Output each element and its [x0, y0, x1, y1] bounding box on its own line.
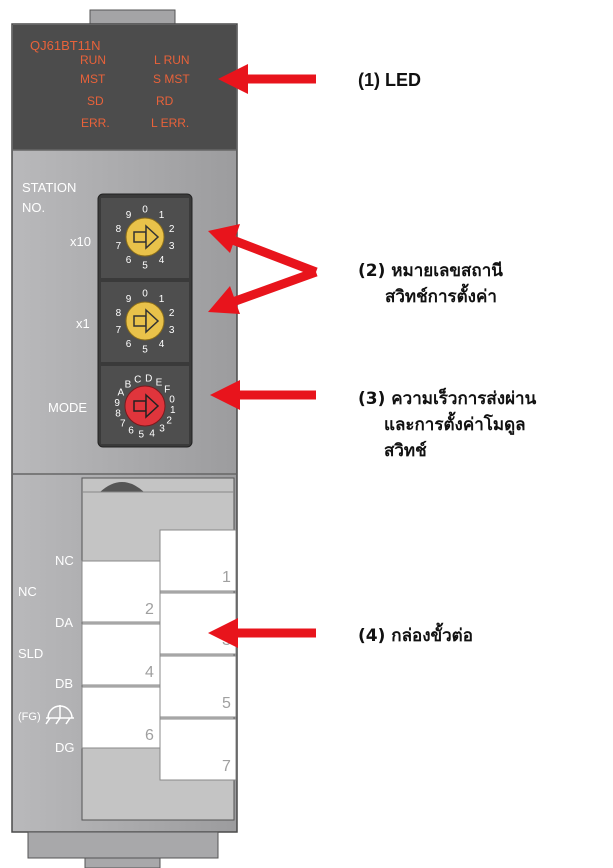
terminal-4[interactable] — [81, 623, 161, 686]
callout-mode-line3: สวิทช์ — [384, 440, 427, 461]
x10-dial-arrow-icon — [133, 224, 160, 250]
led-smst-label: S MST — [153, 72, 190, 86]
module-bottom-tab — [84, 857, 161, 868]
terminal-cover-latch — [100, 482, 144, 492]
led-lerr-label: L ERR. — [151, 116, 189, 130]
dial-character: 2 — [166, 416, 172, 427]
dial-character: 9 — [114, 398, 120, 409]
arrow-led-icon — [218, 64, 316, 94]
dial-character: 3 — [169, 325, 175, 336]
mode-dial-arrow-icon — [133, 393, 160, 419]
terminal-label-da: DA — [55, 615, 73, 630]
dial-character: 7 — [120, 419, 126, 430]
dial-character: 2 — [169, 308, 175, 319]
dial-character: 0 — [142, 289, 148, 300]
callout-mode-line2: และการตั้งค่าโมดูล — [384, 411, 526, 436]
module-bottom-foot — [27, 831, 219, 859]
dial-character: 7 — [116, 325, 122, 336]
dial-character: 5 — [139, 429, 145, 440]
terminal-number-6: 6 — [145, 727, 154, 744]
dial-character: 8 — [115, 409, 121, 420]
callout-mode-line1: (3) ความเร็วการส่งผ่าน — [358, 386, 537, 409]
model-label: QJ61BT11N — [30, 38, 101, 53]
station-no-label-line2: NO. — [22, 200, 45, 215]
terminal-label-dg: DG — [55, 740, 75, 755]
terminal-1[interactable] — [159, 529, 237, 592]
terminal-number-4: 4 — [145, 664, 154, 681]
dial-character: A — [117, 388, 124, 399]
callout-led: (1) LED — [358, 70, 421, 90]
dial-character: 5 — [142, 261, 148, 272]
dial-character: D — [145, 374, 152, 385]
dial-character: 0 — [142, 205, 148, 216]
terminal-number-1: 1 — [222, 569, 231, 586]
dial-character: E — [156, 377, 163, 388]
terminal-number-2: 2 — [145, 601, 154, 618]
dial-character: 9 — [126, 294, 132, 305]
dial-character: 6 — [126, 339, 132, 350]
terminal-label-fg: (FG) — [18, 711, 41, 723]
mode-label: MODE — [48, 400, 87, 415]
x1-dial-arrow-icon — [133, 308, 160, 334]
terminal-label-sld: SLD — [18, 646, 43, 661]
arrow-station-x1-icon — [208, 267, 318, 314]
terminal-6[interactable] — [81, 686, 161, 749]
led-panel — [13, 25, 236, 150]
terminal-7[interactable] — [159, 718, 237, 781]
dial-character: B — [125, 379, 132, 390]
terminal-2[interactable] — [81, 560, 161, 623]
arrow-station-x10-icon — [208, 224, 318, 277]
x1-label: x1 — [76, 316, 90, 331]
led-mst-label: MST — [80, 72, 106, 86]
dial-character: C — [134, 375, 141, 386]
terminal-3[interactable] — [159, 592, 237, 655]
arrow-mode-icon — [210, 380, 316, 410]
dial-character: 7 — [116, 241, 122, 252]
dial-character: 3 — [169, 241, 175, 252]
dial-character: 8 — [116, 224, 122, 235]
terminal-5[interactable] — [159, 655, 237, 718]
dial-character: 6 — [126, 255, 132, 266]
arrow-terminal-icon — [208, 618, 316, 648]
dial-character: 3 — [159, 424, 165, 435]
led-err-label: ERR. — [81, 116, 110, 130]
callout-terminal: (4) กล่องขั้วต่อ — [358, 622, 473, 646]
dial-character: F — [164, 385, 170, 396]
led-sd-label: SD — [87, 94, 104, 108]
dial-character: 2 — [169, 224, 175, 235]
dial-character: 4 — [159, 339, 165, 350]
terminal-label-nc-2: NC — [18, 584, 37, 599]
frame-ground-icon — [45, 705, 74, 725]
dial-character: 9 — [126, 210, 132, 221]
x10-label: x10 — [70, 234, 91, 249]
dial-character: 8 — [116, 308, 122, 319]
dial-character: 5 — [142, 345, 148, 356]
station-no-label-line1: STATION — [22, 180, 76, 195]
dial-character: 0 — [169, 394, 175, 405]
dial-character: 1 — [159, 294, 165, 305]
dial-character: 4 — [159, 255, 165, 266]
led-rd-label: RD — [156, 94, 174, 108]
led-lrun-label: L RUN — [154, 53, 190, 67]
dial-character: 1 — [170, 405, 176, 416]
terminal-number-7: 7 — [222, 758, 231, 775]
callout-station-line1: (2) หมายเลขสถานี — [358, 260, 503, 281]
callout-station-line2: สวิทช์การตั้งค่า — [385, 283, 497, 307]
dial-character: 4 — [149, 429, 155, 440]
dial-character: 1 — [159, 210, 165, 221]
terminal-label-nc-1: NC — [55, 553, 74, 568]
dial-character: 6 — [128, 426, 134, 437]
terminal-number-5: 5 — [222, 695, 231, 712]
terminal-label-db: DB — [55, 676, 73, 691]
led-run-label: RUN — [80, 53, 106, 67]
